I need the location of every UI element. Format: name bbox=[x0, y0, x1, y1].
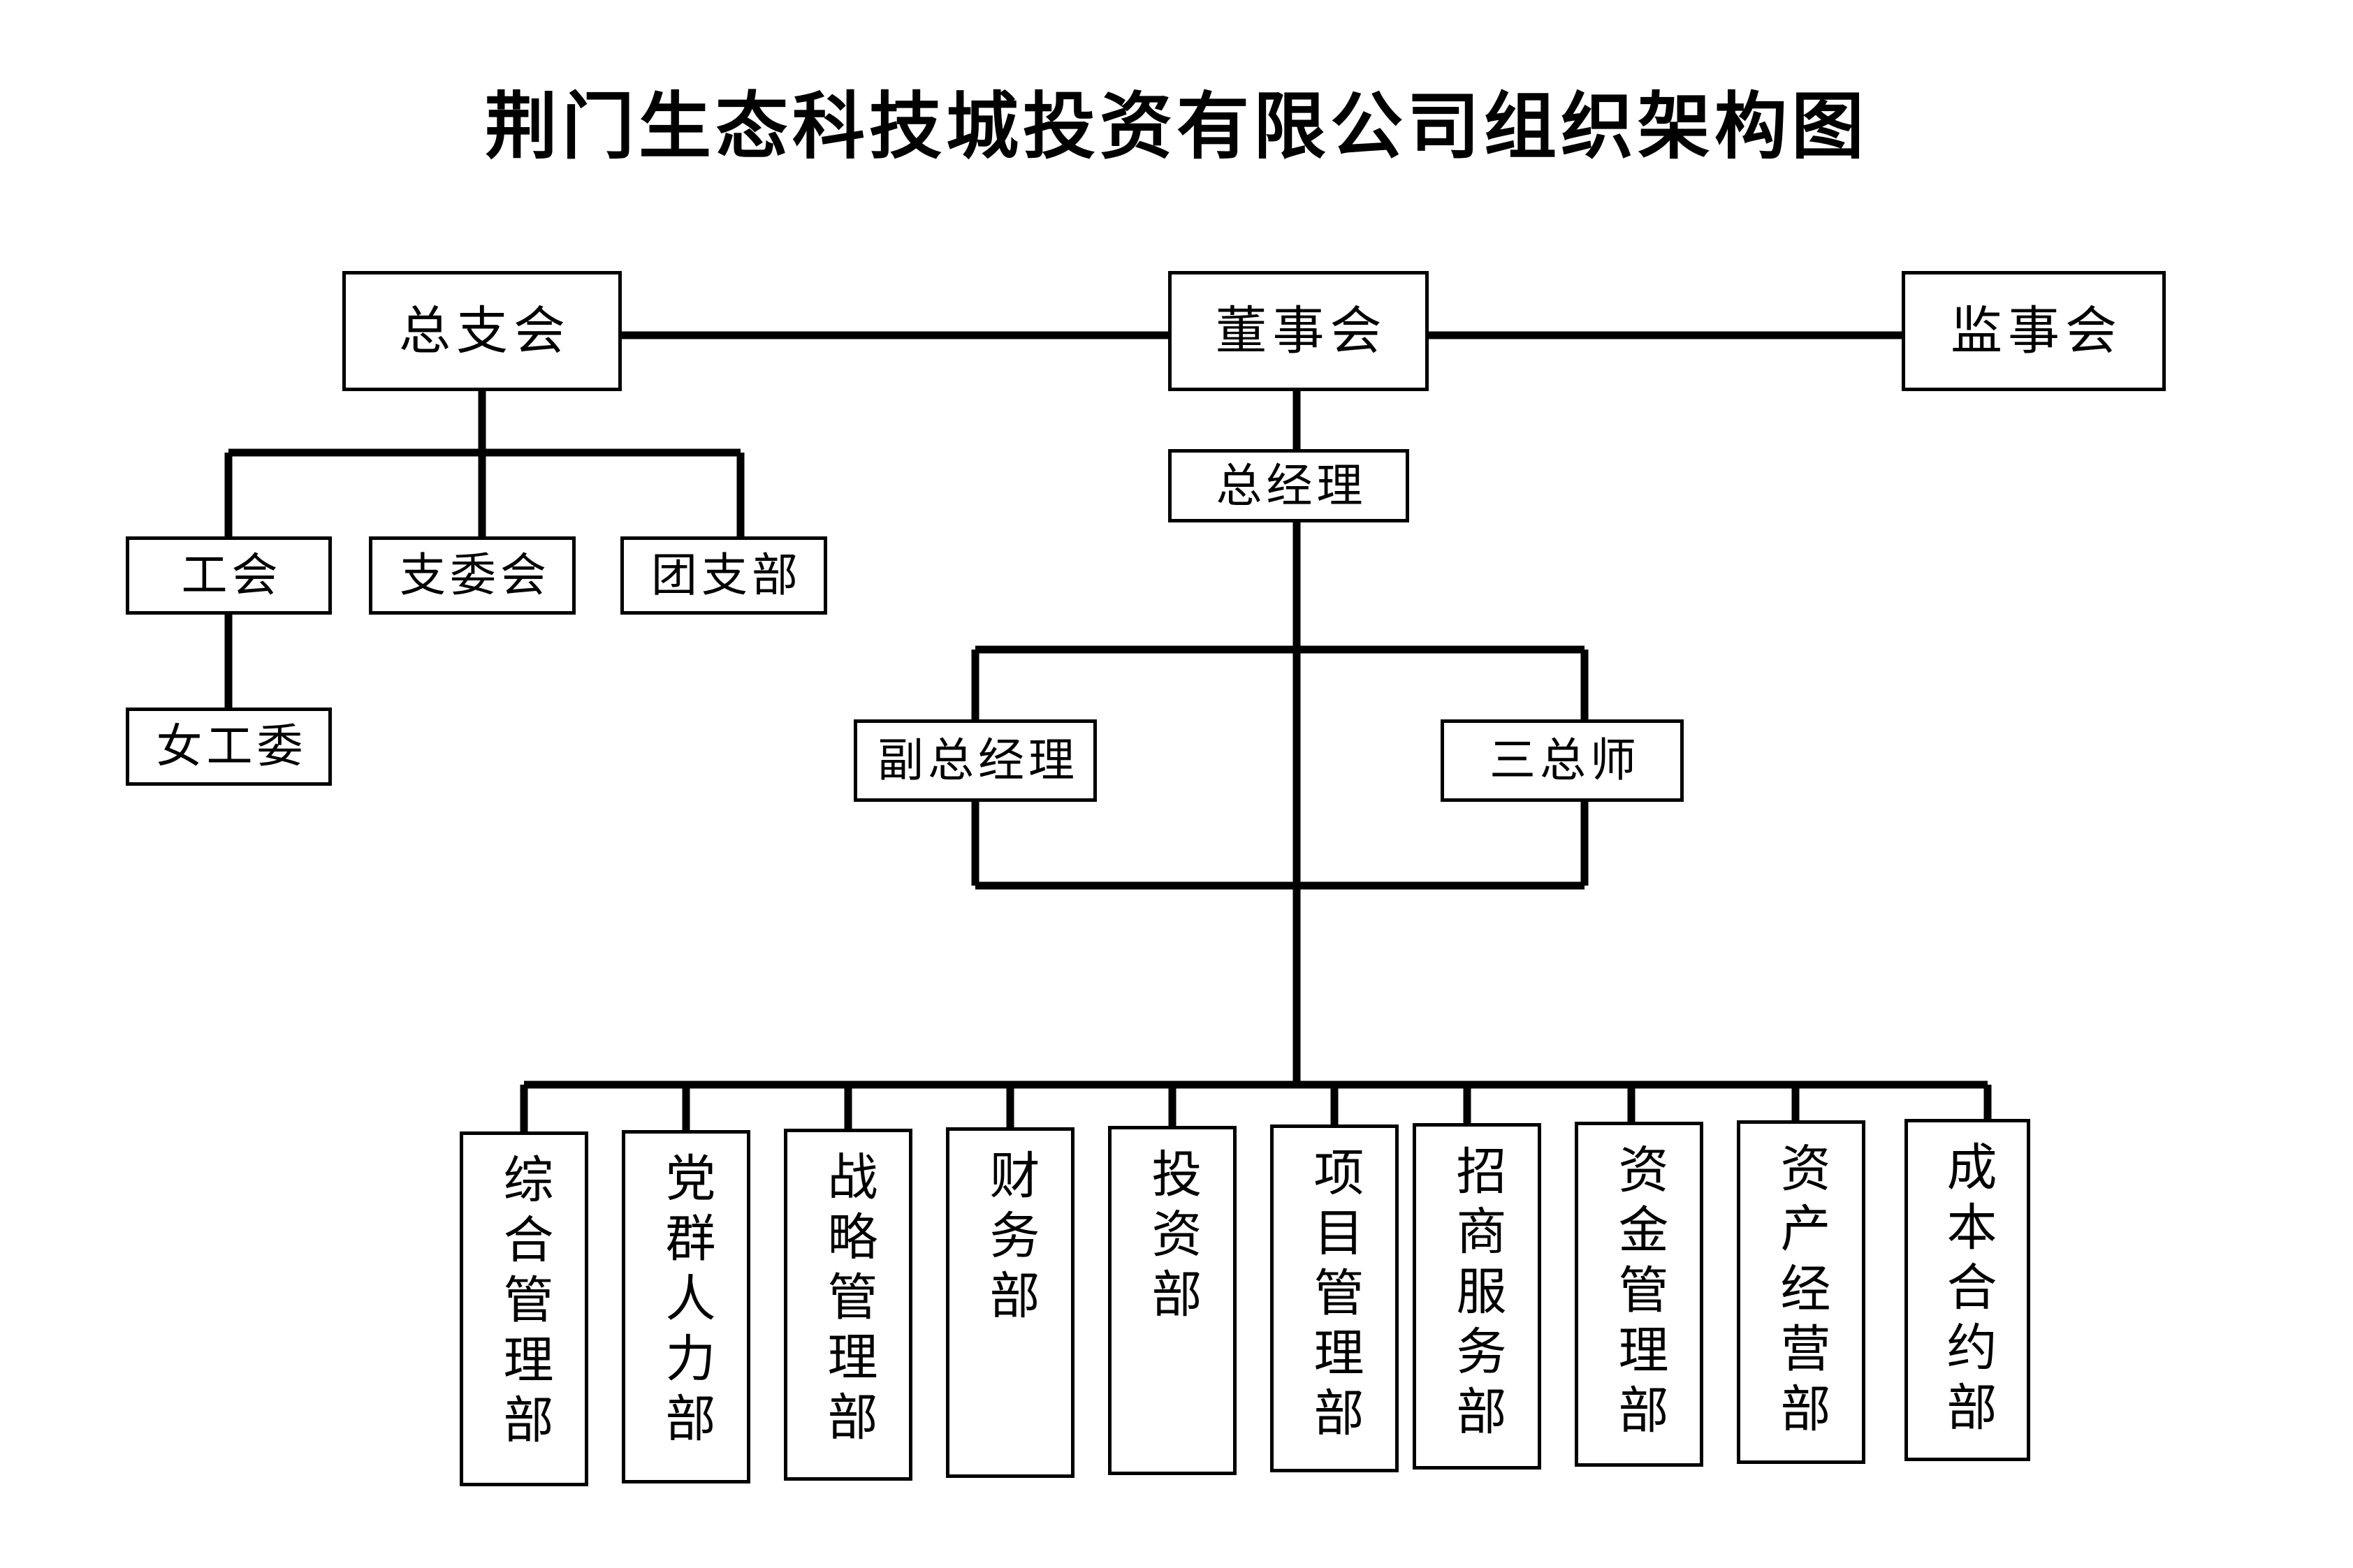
node-women-committee[interactable]: 女工委 bbox=[126, 708, 332, 786]
node-deputy-general-manager[interactable]: 副总经理 bbox=[854, 719, 1097, 802]
node-label: 副总经理 bbox=[877, 733, 1079, 787]
node-dept-party-hr[interactable]: 党群人力部 bbox=[622, 1130, 750, 1483]
node-label: 党群人力部 bbox=[657, 1152, 715, 1452]
node-label: 监事会 bbox=[1951, 301, 2122, 361]
node-supervisors[interactable]: 监事会 bbox=[1902, 271, 2166, 391]
node-dept-project-management[interactable]: 项目管理部 bbox=[1270, 1124, 1399, 1472]
node-label: 董事会 bbox=[1215, 301, 1387, 361]
node-dept-finance[interactable]: 财务部 bbox=[946, 1127, 1074, 1478]
node-label: 综合管理部 bbox=[495, 1153, 553, 1453]
node-dept-investment[interactable]: 投资部 bbox=[1108, 1126, 1237, 1475]
node-party-branch[interactable]: 总支会 bbox=[342, 271, 622, 391]
node-label: 工会 bbox=[181, 548, 282, 602]
node-label: 三总师 bbox=[1489, 733, 1640, 787]
node-label: 战略管理部 bbox=[819, 1150, 877, 1451]
node-label: 资金管理部 bbox=[1610, 1143, 1668, 1444]
node-label: 成本合约部 bbox=[1938, 1141, 1997, 1441]
node-board[interactable]: 董事会 bbox=[1168, 271, 1429, 391]
node-label: 招商服务部 bbox=[1448, 1145, 1506, 1445]
node-dept-merchant-service[interactable]: 招商服务部 bbox=[1413, 1123, 1541, 1470]
node-dept-asset-operation[interactable]: 资产经营部 bbox=[1737, 1120, 1865, 1464]
node-union[interactable]: 工会 bbox=[126, 536, 332, 615]
node-label: 女工委 bbox=[156, 719, 307, 773]
node-dept-general-management[interactable]: 综合管理部 bbox=[460, 1131, 588, 1486]
node-dept-cost-contract[interactable]: 成本合约部 bbox=[1904, 1119, 2030, 1461]
node-label: 团支部 bbox=[651, 548, 802, 602]
node-general-manager[interactable]: 总经理 bbox=[1168, 449, 1409, 522]
node-label: 项目管理部 bbox=[1305, 1146, 1364, 1446]
node-label: 支委会 bbox=[400, 548, 551, 602]
node-label: 总支会 bbox=[399, 301, 571, 361]
node-label: 财务部 bbox=[981, 1149, 1040, 1329]
node-branch-committee[interactable]: 支委会 bbox=[369, 536, 576, 615]
node-dept-strategy-management[interactable]: 战略管理部 bbox=[784, 1129, 912, 1481]
node-label: 资产经营部 bbox=[1772, 1142, 1830, 1442]
node-dept-fund-management[interactable]: 资金管理部 bbox=[1575, 1122, 1703, 1467]
node-chief-engineers[interactable]: 三总师 bbox=[1441, 719, 1684, 802]
page-title: 荆门生态科技城投资有限公司组织架构图 bbox=[484, 83, 1868, 169]
node-youth-league[interactable]: 团支部 bbox=[620, 536, 827, 615]
node-label: 总经理 bbox=[1216, 458, 1367, 513]
node-label: 投资部 bbox=[1143, 1148, 1202, 1328]
